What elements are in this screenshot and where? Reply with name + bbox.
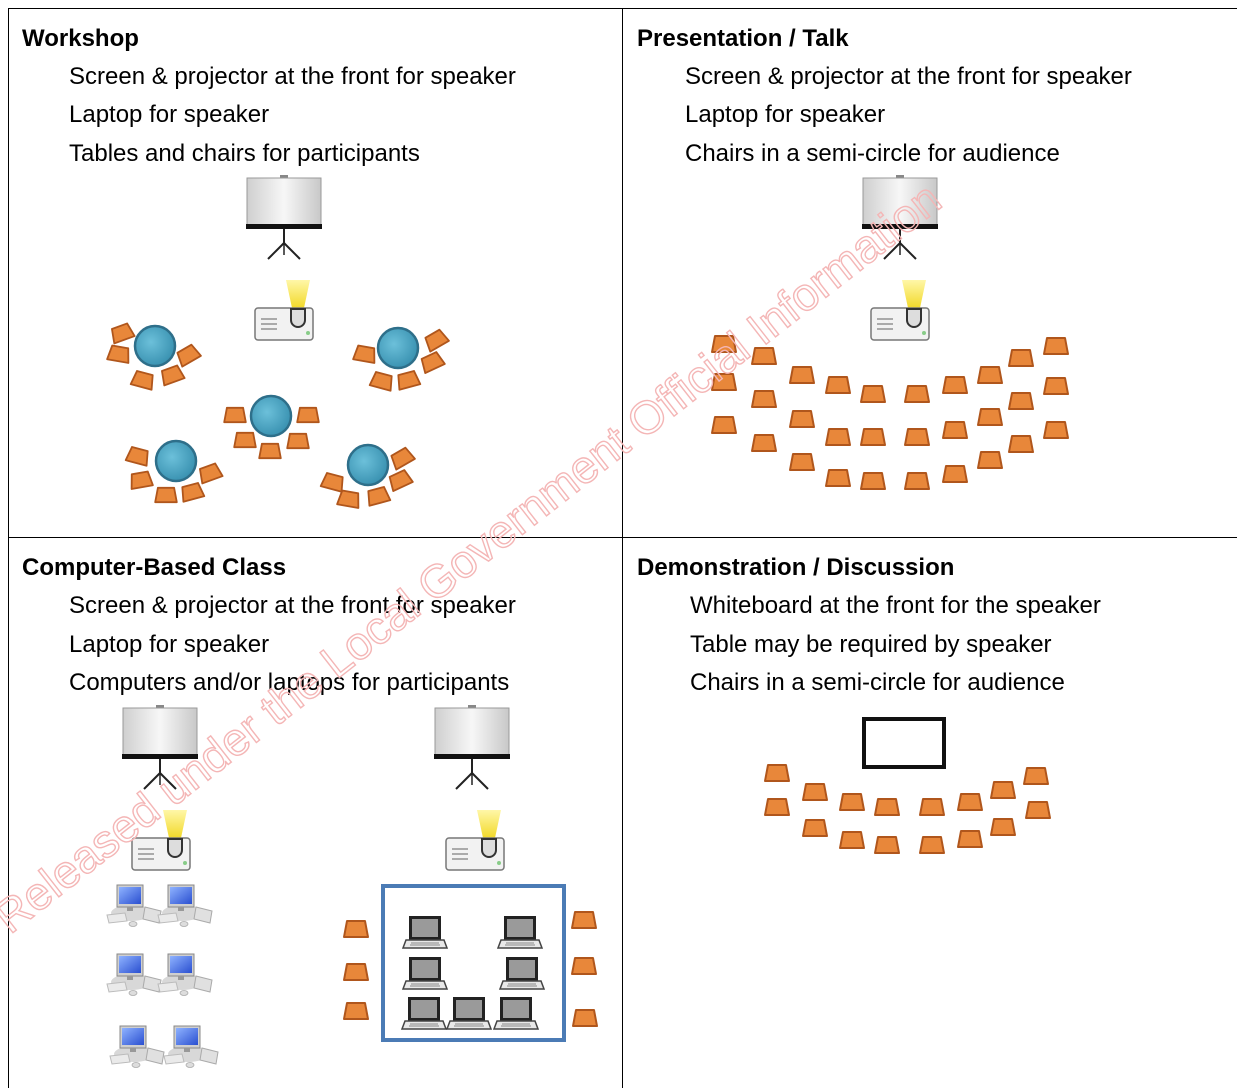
computer-class-line-1: Screen & projector at the front for spea… [69,592,516,619]
workshop-line-2: Laptop for speaker [69,101,270,128]
demonstration-cell: Demonstration / Discussion Whiteboard at… [623,537,1237,1088]
projection-screen-icon [433,704,511,790]
projection-screen-icon [121,704,199,790]
round-table-group-3 [223,394,320,460]
presentation-line-2: Laptop for speaker [685,101,886,128]
presentation-cell: Presentation / Talk Screen & projector a… [623,8,1237,538]
round-table-group-4 [124,439,224,504]
round-table-group-2 [352,326,450,392]
demo-semicircle-chairs [764,764,1051,854]
computer-class-cell: Computer-Based Class Screen & projector … [8,537,623,1088]
workshop-line-1: Screen & projector at the front for spea… [69,63,516,90]
u-shape-laptop-room [343,884,598,1042]
projector-icon [254,279,314,341]
demonstration-line-1: Whiteboard at the front for the speaker [690,592,1101,619]
demonstration-line-3: Chairs in a semi-circle for audience [690,669,1065,696]
projection-screen-icon [861,174,939,260]
whiteboard-icon [862,717,946,769]
projector-icon [131,809,191,871]
desktop-computers [106,884,219,1068]
computer-class-title: Computer-Based Class [22,554,287,581]
workshop-cell: Workshop Screen & projector at the front… [8,8,623,538]
projector-icon [870,279,930,341]
workshop-line-3: Tables and chairs for participants [69,140,420,167]
presentation-line-1: Screen & projector at the front for spea… [685,63,1132,90]
round-table-group-1 [106,321,202,391]
presentation-line-3: Chairs in a semi-circle for audience [685,140,1060,167]
demonstration-title: Demonstration / Discussion [637,554,955,581]
demonstration-line-2: Table may be required by speaker [690,631,1052,658]
computer-class-line-2: Laptop for speaker [69,631,270,658]
presentation-title: Presentation / Talk [637,25,849,52]
computer-class-line-3: Computers and/or laptops for participant… [69,669,510,696]
round-table-group-5 [319,443,416,509]
workshop-title: Workshop [22,25,139,52]
projector-icon [445,809,505,871]
semicircle-chairs [711,335,1069,490]
projection-screen-icon [245,174,323,260]
